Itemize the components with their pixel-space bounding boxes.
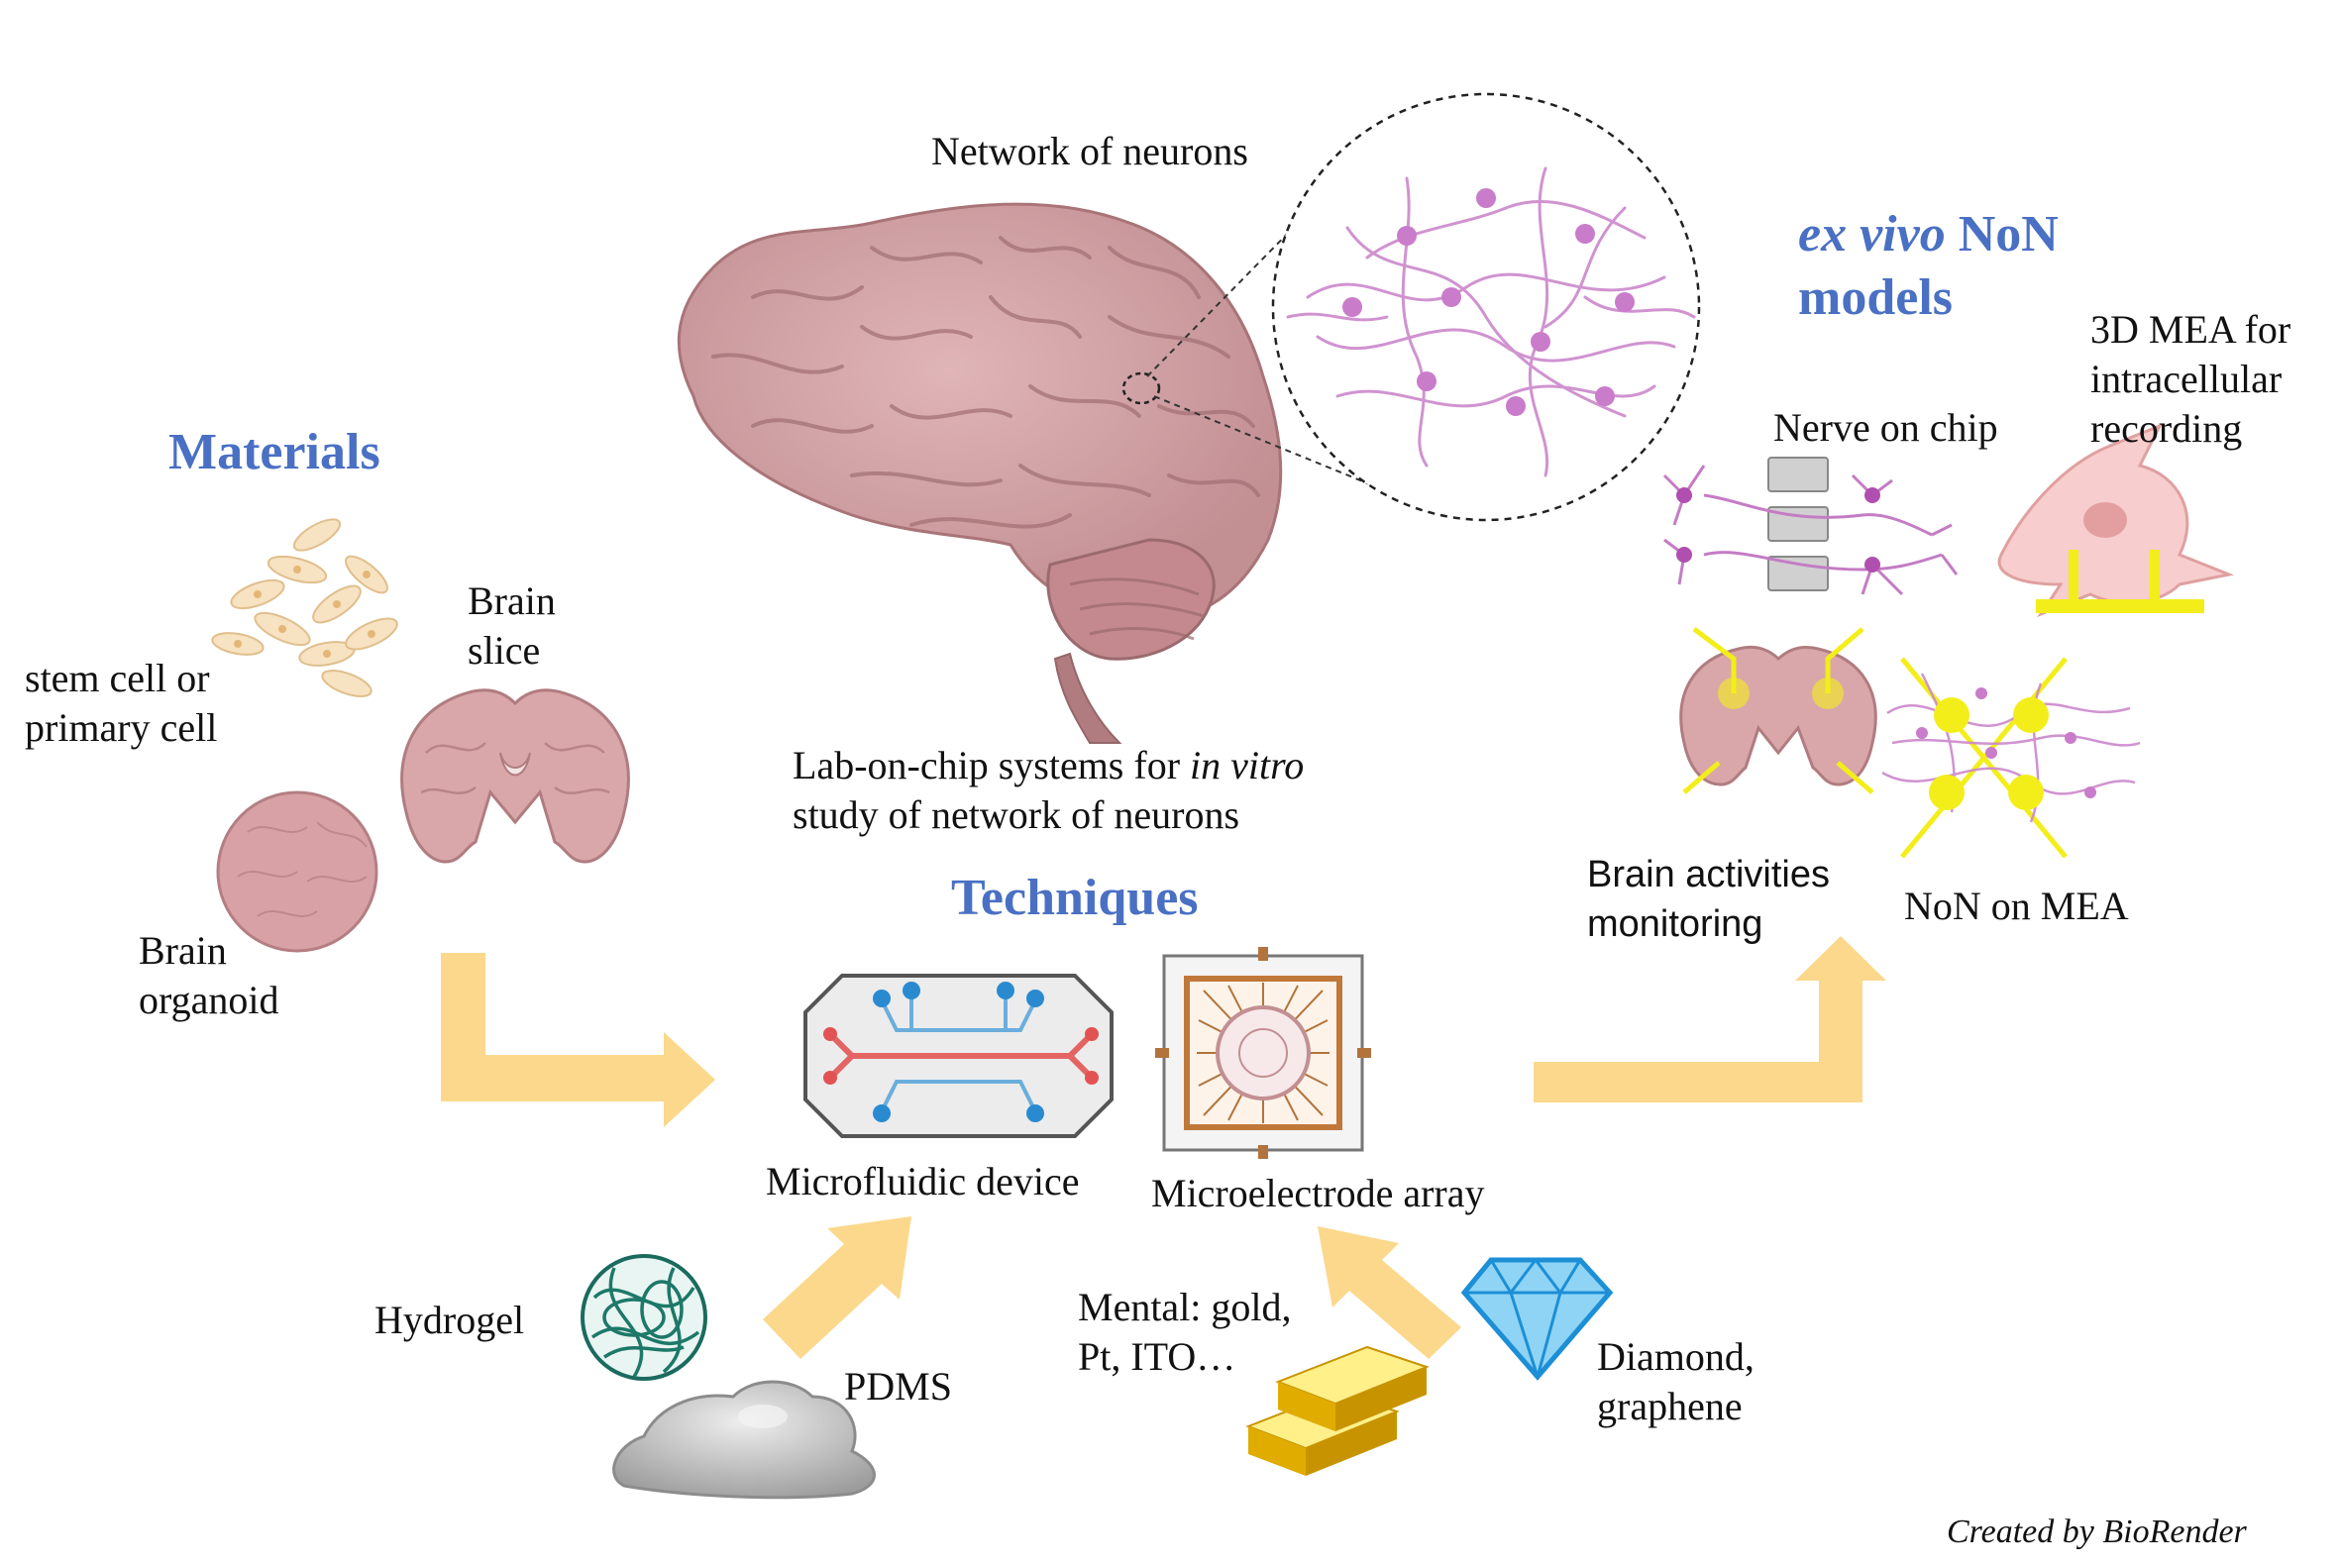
brain-slice-illustration — [400, 688, 630, 864]
microelectrode-array-illustration — [1155, 947, 1371, 1159]
brain-monitoring-label: Brain activities monitoring — [1587, 850, 1830, 949]
arrow-metal-to-mea — [1318, 1226, 1461, 1359]
non-on-mea-label: NoN on MEA — [1904, 884, 2129, 928]
metal-label: Mental: gold, Pt, ITO… — [1078, 1283, 1292, 1382]
mea-3d-line3: recording — [2090, 406, 2243, 451]
arrow-hydrogel-to-microfluidic — [763, 1216, 911, 1359]
microfluidic-device-illustration — [803, 974, 1114, 1138]
brain-monitoring-illustration — [1679, 627, 1877, 794]
models-heading: ex vivo NoN models — [1798, 203, 2059, 330]
lab-caption-in-vitro: in vitro — [1190, 743, 1305, 787]
stem-cells-illustration — [211, 518, 398, 697]
stem-cell-label: stem cell or primary cell — [25, 654, 217, 753]
nerve-on-chip-illustration — [1662, 457, 1959, 596]
lab-caption-line1: Lab-on-chip systems for — [793, 743, 1191, 787]
brain-monitoring-line1: Brain activities — [1587, 854, 1830, 895]
brain-slice-line2: slice — [468, 628, 541, 673]
microfluidic-device-label: Microfluidic device — [766, 1159, 1080, 1203]
diamond-illustration — [1460, 1257, 1614, 1381]
brain-slice-line1: Brain — [468, 578, 556, 623]
gold-bars-illustration — [1245, 1345, 1430, 1476]
pdms-label: PDMS — [844, 1364, 952, 1409]
models-heading-ex-vivo: ex vivo — [1798, 206, 1946, 262]
brain-illustration — [677, 202, 1283, 744]
brain-monitoring-line2: monitoring — [1587, 903, 1763, 945]
lab-on-chip-caption: Lab-on-chip systems for in vitro study o… — [793, 741, 1304, 840]
metal-line2: Pt, ITO… — [1078, 1334, 1236, 1379]
brain-organoid-illustration — [216, 790, 378, 953]
nerve-on-chip-label: Nerve on chip — [1773, 405, 1998, 450]
materials-heading: Materials — [168, 424, 380, 480]
hydrogel-illustration — [581, 1254, 707, 1381]
organoid-line2: organoid — [139, 978, 279, 1022]
mea-3d-line1: 3D MEA for — [2090, 307, 2291, 352]
mea-3d-label: 3D MEA for intracellular recording — [2090, 305, 2290, 454]
lab-caption-line2: study of network of neurons — [793, 792, 1240, 837]
network-of-neurons-label: Network of neurons — [931, 129, 1248, 173]
arrow-materials-to-techniques — [441, 953, 715, 1127]
non-on-mea-illustration — [1881, 657, 2141, 859]
biorender-credit: Created by BioRender — [1947, 1514, 2247, 1550]
pdms-illustration — [612, 1380, 876, 1500]
network-zoom-circle — [1146, 92, 1701, 522]
mea-3d-line2: intracellular — [2090, 357, 2283, 401]
hydrogel-label: Hydrogel — [374, 1298, 525, 1342]
models-heading-line2: models — [1798, 269, 1953, 326]
mea-3d-illustration — [1997, 423, 2235, 618]
stem-cell-line2: primary cell — [25, 705, 218, 750]
microelectrode-array-label: Microelectrode array — [1151, 1171, 1485, 1215]
metal-line1: Mental: gold, — [1078, 1285, 1292, 1329]
models-heading-non: NoN — [1945, 206, 2059, 262]
diamond-label: Diamond, graphene — [1597, 1332, 1755, 1431]
stem-cell-line1: stem cell or — [25, 656, 210, 700]
organoid-line1: Brain — [139, 928, 227, 973]
brain-slice-label: Brain slice — [468, 576, 556, 676]
diamond-line2: graphene — [1597, 1384, 1743, 1428]
techniques-heading: Techniques — [951, 870, 1199, 926]
arrow-techniques-to-models — [1534, 936, 1886, 1102]
diamond-line1: Diamond, — [1597, 1334, 1755, 1379]
brain-organoid-label: Brain organoid — [139, 926, 278, 1025]
